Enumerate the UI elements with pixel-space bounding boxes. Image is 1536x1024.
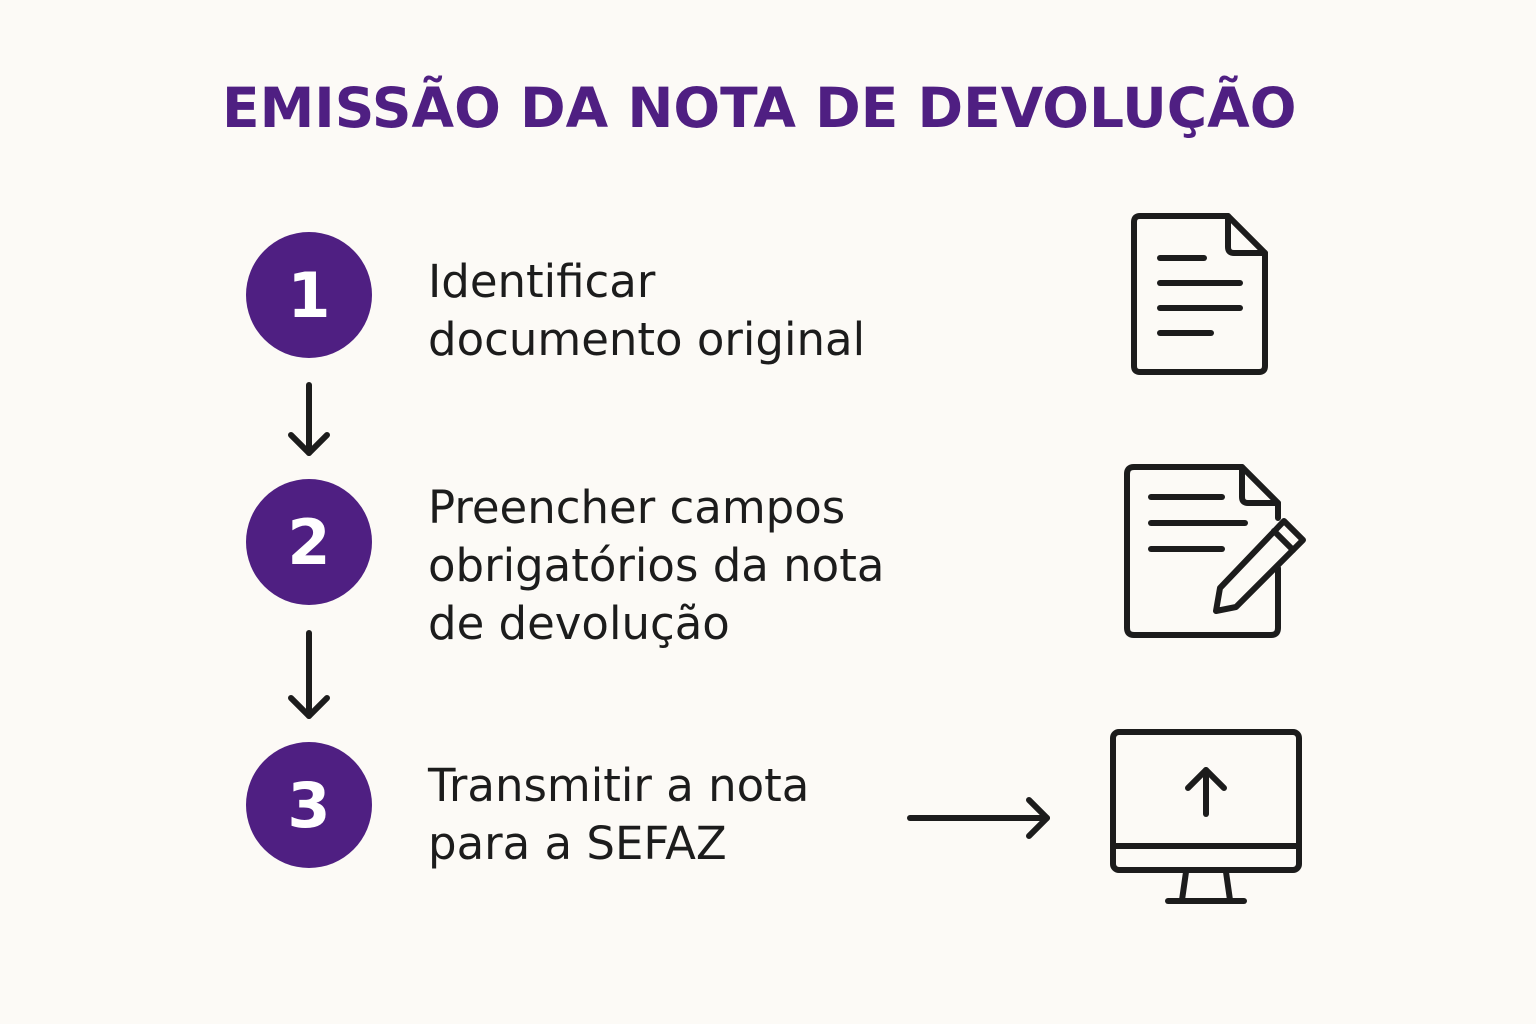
down-arrow-icon bbox=[288, 630, 330, 719]
step-2-line-3: de devolução bbox=[428, 597, 730, 650]
step-1-text: Identificar documento original bbox=[428, 253, 865, 369]
step-2-line-1: Preencher campos bbox=[428, 481, 846, 534]
step-3-text: Transmitir a nota para a SEFAZ bbox=[428, 757, 809, 873]
document-edit-icon bbox=[1124, 464, 1306, 638]
step-2-line-2: obrigatórios da nota bbox=[428, 539, 885, 592]
monitor-upload-icon bbox=[1110, 729, 1302, 904]
step-2-number-badge: 2 bbox=[246, 479, 372, 605]
down-arrow-icon bbox=[288, 382, 330, 456]
right-arrow-icon bbox=[907, 797, 1050, 839]
step-2-text: Preencher campos obrigatórios da nota de… bbox=[428, 479, 884, 653]
diagram-title: EMISSÃO DA NOTA DE DEVOLUÇÃO bbox=[222, 76, 1297, 140]
document-icon bbox=[1131, 213, 1268, 375]
step-3-line-1: Transmitir a nota bbox=[428, 759, 810, 812]
step-1-line-1: Identificar bbox=[428, 255, 656, 308]
step-3-number-badge: 3 bbox=[246, 742, 372, 868]
step-1-line-2: documento original bbox=[428, 313, 866, 366]
step-1-number-badge: 1 bbox=[246, 232, 372, 358]
step-3-line-2: para a SEFAZ bbox=[428, 817, 727, 870]
